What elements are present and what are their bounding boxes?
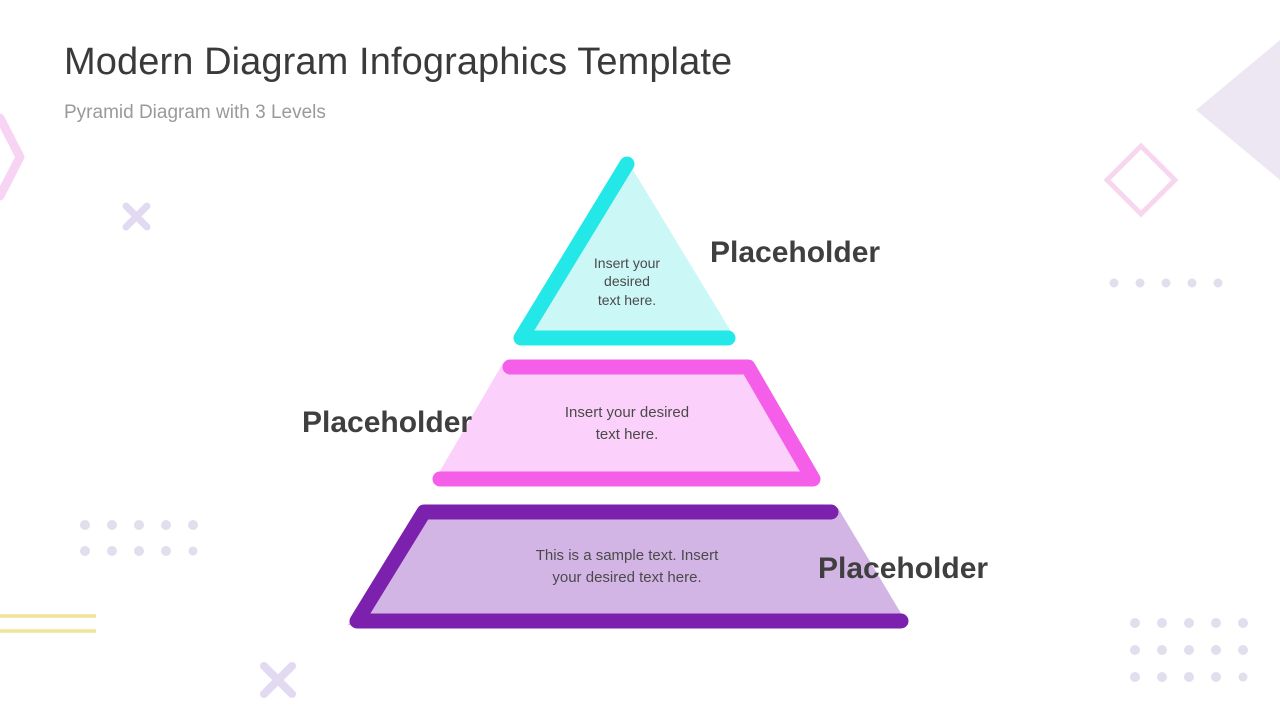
level-2-body-text: Insert your desired text here. <box>564 404 690 443</box>
level-2-fill[interactable] <box>433 363 820 483</box>
level-1-stroke <box>513 156 736 346</box>
level-1-body-text: Insert your desired text here. <box>593 255 661 308</box>
pyramid-level-2[interactable] <box>432 359 821 487</box>
page-title: Modern Diagram Infographics Template <box>64 41 733 83</box>
level-2-stroke <box>432 359 821 487</box>
page-subtitle: Pyramid Diagram with 3 Levels <box>64 101 326 123</box>
level-2-label[interactable]: Placeholder <box>302 406 473 439</box>
level-3-stroke <box>349 504 909 629</box>
level-1-label[interactable]: Placeholder <box>710 236 881 269</box>
pyramid-level-1[interactable] <box>513 156 736 346</box>
level-1-fill[interactable] <box>520 160 735 338</box>
pyramid-level-3[interactable] <box>348 504 909 629</box>
level-3-body-text: This is a sample text. Insert your desir… <box>535 547 719 586</box>
level-3-label[interactable]: Placeholder <box>818 552 989 585</box>
header-block: Modern Diagram Infographics Template Pyr… <box>64 40 732 124</box>
level-3-fill[interactable] <box>348 508 908 625</box>
